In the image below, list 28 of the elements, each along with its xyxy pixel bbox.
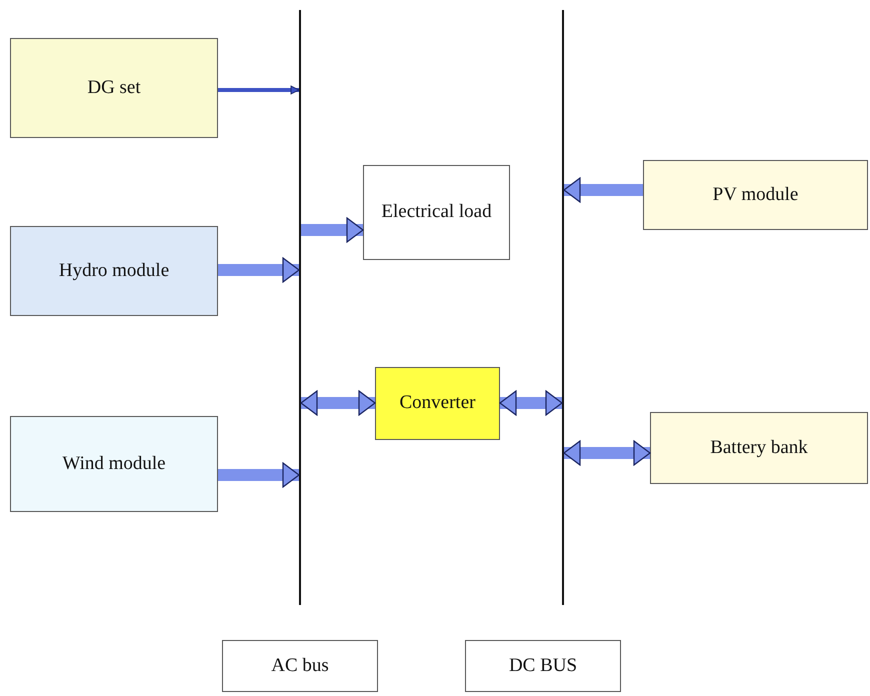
arrow — [218, 462, 300, 488]
box-label: Battery bank — [710, 436, 808, 460]
box-label: DG set — [87, 76, 141, 100]
battery-box — [650, 412, 868, 484]
module-box — [10, 226, 218, 316]
arrow — [218, 86, 300, 94]
box-label: DC BUS — [508, 654, 578, 678]
converter-box — [375, 367, 500, 440]
box-label: AC bus — [271, 654, 329, 678]
arrow — [563, 440, 651, 466]
bus-line — [562, 10, 564, 605]
arrow — [300, 390, 376, 416]
box-label: Electrical load — [381, 200, 492, 224]
box-label: Converter — [400, 391, 476, 416]
arrow — [218, 257, 300, 283]
bus-line — [299, 10, 301, 605]
box-label: PV module — [712, 182, 798, 207]
module-box — [10, 416, 218, 512]
bus-label-box — [222, 640, 378, 692]
load-box — [363, 165, 510, 260]
box-label: Hydro module — [58, 258, 170, 283]
box-label: Wind module — [62, 452, 166, 476]
arrow — [563, 177, 643, 203]
generator-box — [10, 38, 218, 138]
arrow — [499, 390, 563, 416]
bus-label-box — [465, 640, 621, 692]
arrow — [301, 217, 364, 243]
module-box — [643, 160, 868, 230]
